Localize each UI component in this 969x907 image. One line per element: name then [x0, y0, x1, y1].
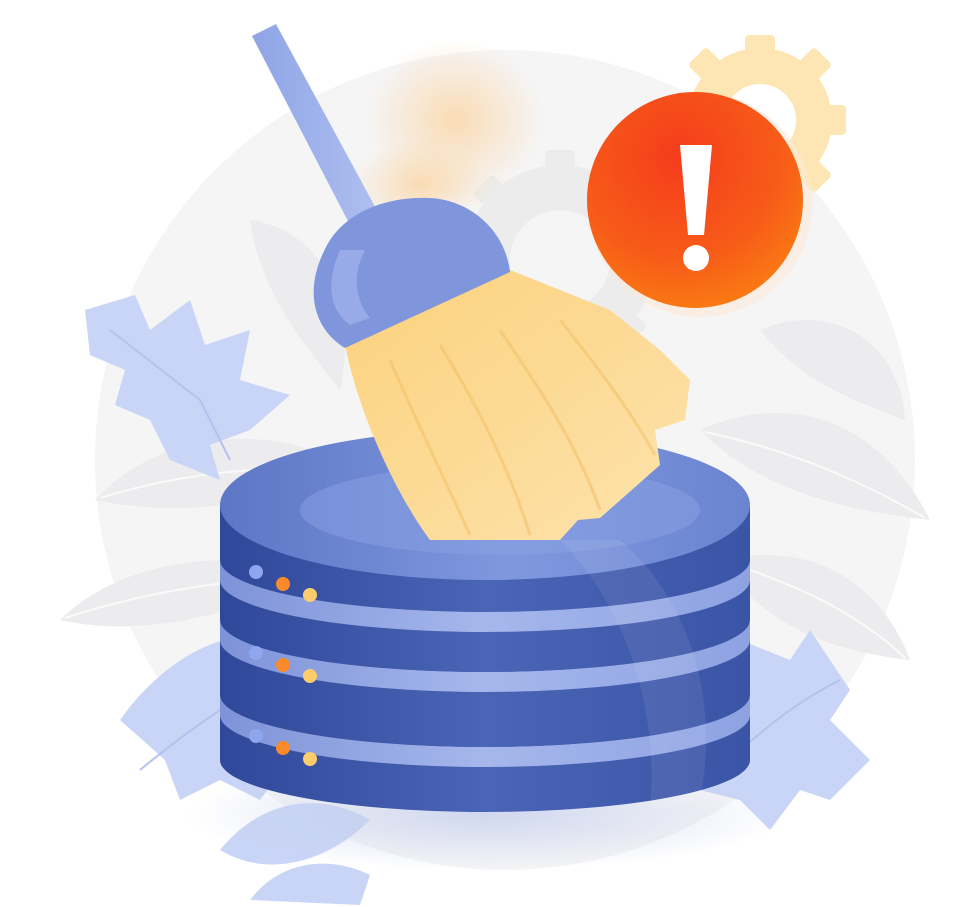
led-blue [249, 646, 263, 660]
broom-handle [252, 24, 392, 252]
server-led-group [249, 646, 317, 683]
led-blue [249, 565, 263, 579]
exclamation-bar [680, 145, 712, 235]
led-yellow [303, 669, 317, 683]
server-led-group [249, 729, 317, 766]
server-tier-1-band [220, 560, 750, 632]
led-yellow [303, 588, 317, 602]
led-orange [276, 658, 290, 672]
exclamation-dot [683, 245, 709, 271]
led-orange [276, 741, 290, 755]
bristle-strands [388, 319, 657, 536]
broom-bristles [345, 270, 690, 540]
led-yellow [303, 752, 317, 766]
broom-cap-highlight [331, 250, 370, 325]
leaf-vein-lines [64, 431, 926, 659]
server-led-group [249, 565, 317, 602]
server-tier-2-ring [220, 620, 750, 692]
led-blue [249, 729, 263, 743]
broom-icon [252, 24, 690, 540]
alert-exclamation-icon [587, 92, 812, 317]
led-orange [276, 577, 290, 591]
server-tier-3-ring [220, 695, 750, 767]
server-sheen [560, 540, 707, 810]
